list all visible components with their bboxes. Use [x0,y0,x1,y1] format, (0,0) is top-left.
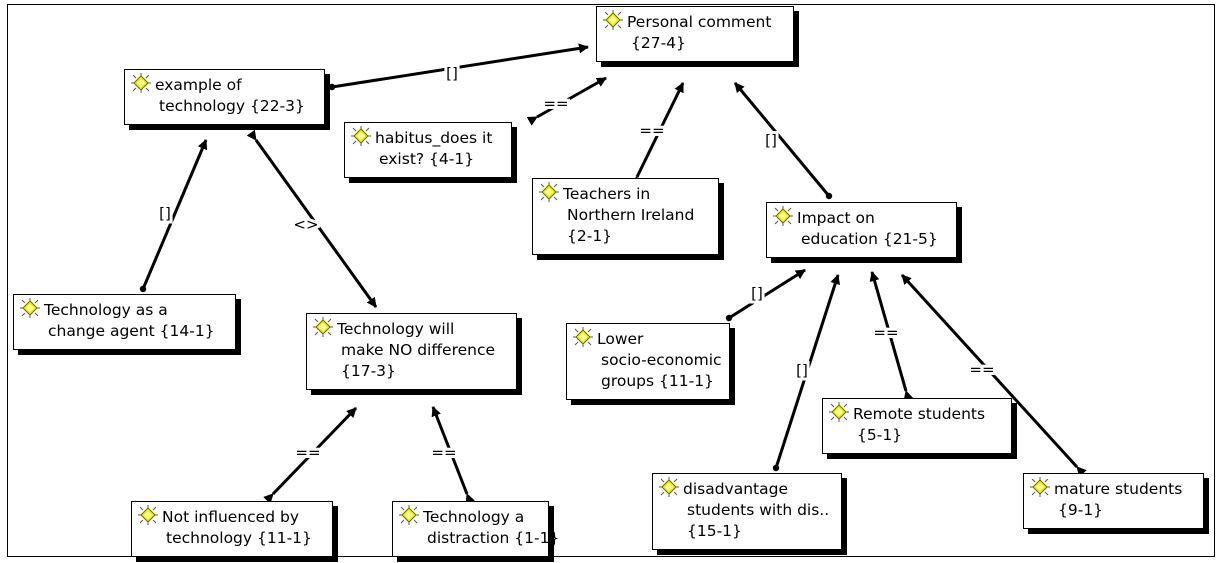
node-label-line: socio-economic [601,351,722,369]
code-icon [539,182,559,202]
node-label-line: {17-3} [341,362,396,380]
edge-label: [] [159,205,171,223]
node-label-line: Teachers in [563,185,651,203]
node-label-line: make NO difference [341,341,496,359]
code-icon [829,402,849,422]
node-label-line: Northern Ireland [567,206,695,224]
edge-technology-distraction-to-technology-no-difference[interactable] [431,406,475,505]
edge-not-influenced-to-technology-no-difference[interactable] [263,406,358,504]
node-label-line: {9-1} [1058,501,1104,519]
code-icon [603,10,623,30]
node-label-line: {27-4} [631,34,686,52]
node-label-line: {5-1} [857,426,903,444]
node-label-line: Personal comment [627,13,772,31]
code-icon [773,206,793,226]
edge-remote-students-to-impact-on-education[interactable] [869,271,914,402]
edge-label: [] [796,362,808,380]
edge-example-of-technology-to-technology-no-difference[interactable] [246,129,378,308]
edge-label: [] [446,65,458,83]
node-label-line: mature students [1054,480,1183,498]
node-mature-students[interactable]: mature students {9-1} [1023,473,1204,529]
edge-label: == [431,444,456,462]
edge-impact-on-education-to-personal-comment[interactable] [733,82,833,200]
edge-label: == [295,444,320,462]
node-label-line: Technology will [337,320,455,338]
node-label-line: habitus_does it [375,129,493,147]
node-disadvantage-students-with-dis[interactable]: disadvantage students with dis.. {15-1} [652,473,842,550]
edge-disadvantage-students-to-impact-on-education[interactable] [772,274,841,472]
node-label-line: groups {11-1} [601,372,714,390]
node-label-line: Lower [597,330,644,348]
edge-label: == [543,95,568,113]
edge-teachers-ni-to-personal-comment[interactable] [628,82,685,188]
node-label-line: disadvantage [683,480,789,498]
node-technology-a-distraction[interactable]: Technology a distraction {1-1} [392,501,560,557]
node-technology-as-a-change-agent[interactable]: Technology as a change agent {14-1} [13,294,236,350]
node-label-line: Impact on [797,209,875,227]
edge-label: == [873,324,898,342]
code-icon [20,298,40,318]
edge-habitus-to-personal-comment[interactable] [526,76,607,126]
node-label-line: example of [155,76,242,94]
node-label-line: Not influenced by [162,508,299,526]
code-icon [351,126,371,146]
node-remote-students[interactable]: Remote students {5-1} [822,398,1012,454]
node-not-influenced-by-technology[interactable]: Not influenced by technology {11-1} [131,501,333,557]
code-icon [659,477,679,497]
code-icon [573,327,593,347]
code-icon [138,505,158,525]
code-icon [131,73,151,93]
node-habitus[interactable]: habitus_does it exist? {4-1} [344,122,512,178]
node-label-line: exist? {4-1} [379,150,475,168]
edge-label: [] [751,285,763,303]
node-label-line: distraction {1-1} [427,529,560,547]
edge-label: <> [293,216,318,234]
code-icon [399,505,419,525]
node-label-line: Technology as a [44,301,168,319]
node-label-line: Technology a [423,508,525,526]
node-label-line: education {21-5} [801,230,938,248]
node-label-line: technology {22-3} [159,97,305,115]
node-technology-will-make-no-difference[interactable]: Technology will make NO difference {17-3… [306,313,517,390]
node-personal-comment[interactable]: Personal comment {27-4} [596,6,794,62]
code-icon [313,317,333,337]
node-label-line: technology {11-1} [166,529,312,547]
edge-label: == [969,361,994,379]
node-label-line: Remote students [853,405,986,423]
code-icon [1030,477,1050,497]
node-label-line: students with dis.. [687,501,830,519]
node-teachers-in-northern-ireland[interactable]: Teachers in Northern Ireland {2-1} [532,178,719,255]
edge-label: [] [765,132,777,150]
node-label-line: {15-1} [687,522,742,540]
edge-mature-students-to-impact-on-education[interactable] [900,273,1087,478]
edge-technology-change-agent-to-example-of-technology[interactable] [139,139,208,293]
node-example-of-technology[interactable]: example of technology {22-3} [124,69,325,125]
node-label-line: {2-1} [567,227,613,245]
edge-label: == [639,122,664,140]
edge-lower-socio-economic-to-impact-on-education[interactable] [725,268,806,322]
node-lower-socio-economic-groups[interactable]: Lower socio-economic groups {11-1} [566,323,730,400]
edge-example-of-technology-to-personal-comment[interactable] [328,43,589,91]
node-label-line: change agent {14-1} [48,322,215,340]
node-impact-on-education[interactable]: Impact on education {21-5} [766,202,957,258]
